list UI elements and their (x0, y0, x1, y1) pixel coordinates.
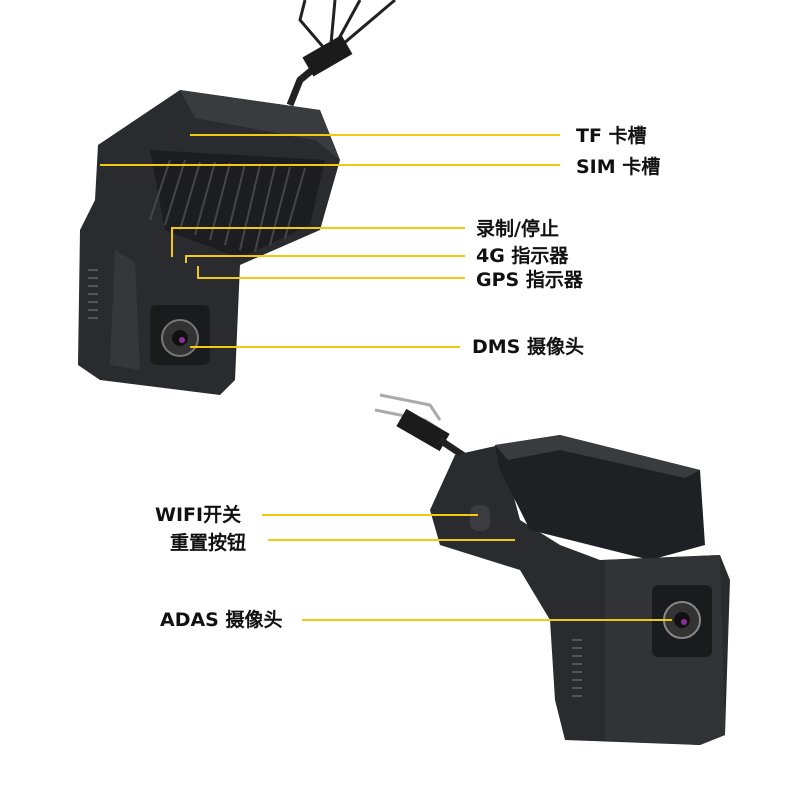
label-wifi-switch: WIFI开关 (155, 504, 242, 526)
label-sim-slot: SIM 卡槽 (576, 156, 661, 178)
label-reset-button: 重置按钮 (170, 532, 247, 554)
label-adas-camera: ADAS 摄像头 (160, 609, 283, 631)
bottom-device (430, 435, 730, 745)
bottom-device-cable (374, 393, 472, 463)
label-dms-camera: DMS 摄像头 (472, 336, 584, 358)
label-record-stop: 录制/停止 (476, 218, 559, 240)
callout-line-record (171, 227, 465, 257)
label-tf-slot: TF 卡槽 (576, 125, 647, 147)
top-device-cable (286, 0, 396, 107)
callout-line-gps (197, 266, 465, 279)
callout-line-4g (185, 255, 465, 263)
label-4g-indicator: 4G 指示器 (476, 245, 569, 267)
label-gps-indicator: GPS 指示器 (476, 269, 583, 291)
top-device (78, 90, 340, 395)
